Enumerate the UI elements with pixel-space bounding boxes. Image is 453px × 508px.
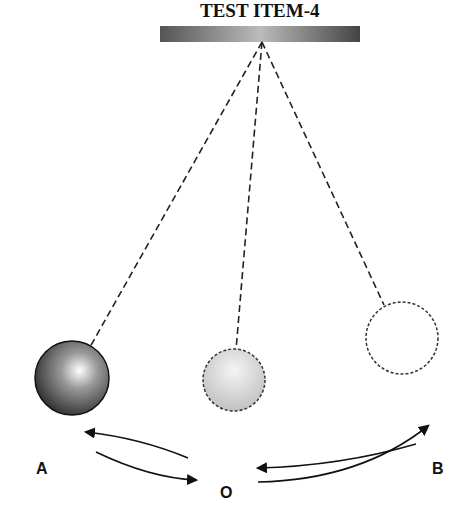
swing-arrow <box>96 452 196 480</box>
support-bar <box>160 26 360 42</box>
title: TEST ITEM-4 <box>200 0 320 22</box>
swing-arrow <box>258 444 416 468</box>
point-label: B <box>432 460 444 478</box>
string-a <box>90 42 262 347</box>
bob-a <box>35 341 109 415</box>
bob-o <box>203 349 265 411</box>
string-b <box>262 42 384 305</box>
point-label: A <box>36 460 48 478</box>
string-o <box>236 42 262 350</box>
bob-b <box>366 302 438 374</box>
swing-arrow <box>258 426 428 482</box>
point-label: O <box>220 484 232 502</box>
